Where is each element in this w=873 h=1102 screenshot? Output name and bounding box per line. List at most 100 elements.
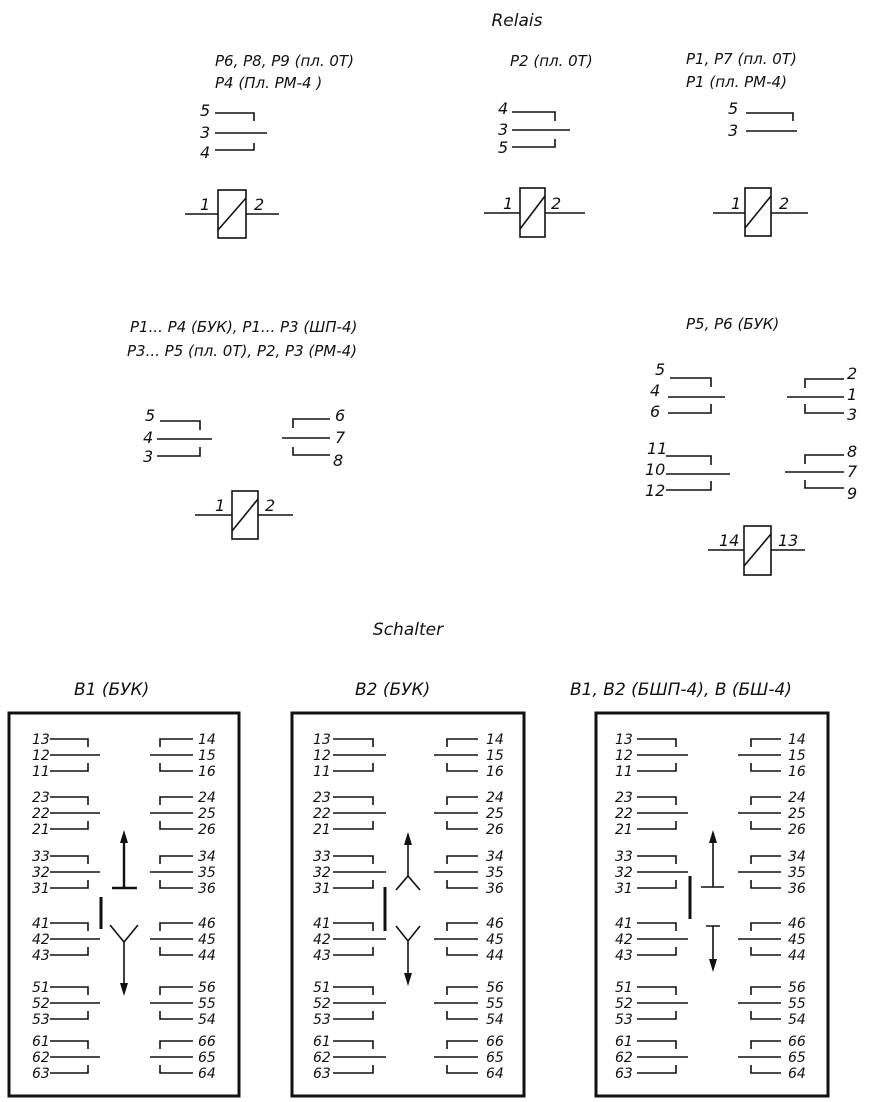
changeover-contact [637,986,688,1020]
arrow-down-icon [404,973,412,986]
actuator-lower [395,925,421,980]
pin-label: 12 [645,481,665,500]
pin-label: 11 [647,439,667,458]
pin-label: 34 [486,849,504,865]
relay-2-coil: 1 2 [484,187,585,238]
pin-label: 1 [200,195,210,214]
pin-label: 7 [847,462,858,481]
relay-1-label-line-1: P6, P8, P9 (пл. 0T) [215,52,354,70]
changeover-contact [637,738,688,772]
pin-label: 51 [313,980,331,996]
pin-label: 2 [779,194,789,213]
pin-label: 4 [143,428,153,447]
pin-label: 12 [615,748,633,764]
changeover-contact [738,1040,781,1074]
switch-3-title: B1, B2 (БШП-4), B (БШ-4) [570,680,792,700]
changeover-contact [150,855,193,889]
pin-label: 7 [335,428,346,447]
pin-label: 31 [313,881,331,897]
pin-label: 65 [198,1050,216,1066]
relay-5-contact-set-4: 8 7 9 [785,442,858,503]
make-contact [746,112,797,132]
pin-label: 5 [655,360,665,379]
relay-5-coil: 14 13 [708,525,805,576]
pin-label: 16 [486,764,504,780]
pin-label: 14 [486,732,504,748]
changeover-contact [785,454,844,489]
changeover-contact [150,738,193,772]
arrow-up-icon [404,832,412,845]
changeover-contact [637,922,688,956]
pin-label: 32 [313,865,331,881]
pin-label: 15 [486,748,504,764]
coil-symbol [231,490,259,540]
relay-group-5: P5, P6 (БУК) 5 4 6 2 1 3 11 10 12 8 7 9 [645,315,858,576]
pin-label: 13 [313,732,331,748]
pin-label: 42 [615,932,633,948]
coil-diagonal [217,197,247,231]
pin-label: 33 [615,849,633,865]
pin-label: 8 [333,451,343,470]
relay-4-coil: 1 2 [195,490,293,540]
relay-1-contact-set: 5 3 4 [200,101,267,162]
changeover-contact [738,738,781,772]
relay-2-label-line-1: P2 (пл. 0T) [510,52,593,70]
pin-label: 52 [32,996,50,1012]
pin-label: 24 [198,790,216,806]
relay-4-contact-set-left: 5 4 3 [143,406,212,466]
changeover-contact [637,1040,688,1074]
pin-label: 36 [486,881,504,897]
pin-label: 21 [32,822,50,838]
pin-label: 31 [32,881,50,897]
pin-label: 14 [719,531,739,550]
relay-group-2: P2 (пл. 0T) 4 3 5 1 2 [484,52,593,238]
pin-label: 15 [788,748,806,764]
pin-label: 43 [32,948,50,964]
pin-label: 1 [731,194,741,213]
pin-label: 65 [788,1050,806,1066]
pin-label: 52 [313,996,331,1012]
relay-group-4: P1... P4 (БУК), P1... P3 (ШП-4) P3... P5… [127,318,357,540]
pin-label: 26 [198,822,216,838]
changeover-contact [215,112,267,151]
pin-label: 23 [615,790,633,806]
relay-5-label-line-1: P5, P6 (БУК) [686,315,779,333]
changeover-contact [50,855,100,889]
pin-label: 42 [32,932,50,948]
pin-label: 46 [198,916,216,932]
actuator-upper [701,836,724,888]
pin-label: 22 [32,806,50,822]
coil-diagonal [744,195,772,229]
pin-label: 56 [198,980,216,996]
pin-label: 14 [788,732,806,748]
pin-label: 44 [788,948,806,964]
pin-label: 63 [313,1066,331,1082]
pin-label: 32 [32,865,50,881]
relay-3-label-line-2: P1 (пл. PM-4) [686,73,787,91]
changeover-contact [50,738,100,772]
relay-4-label-line-2: P3... P5 (пл. 0T), P2, P3 (PM-4) [127,342,357,360]
pin-label: 5 [498,138,508,157]
pin-label: 32 [615,865,633,881]
changeover-contact [50,1040,100,1074]
relay-5-contact-set-1: 5 4 6 [650,360,725,421]
changeover-contact [333,738,386,772]
arrow-up-icon [120,830,128,843]
pin-label: 16 [198,764,216,780]
